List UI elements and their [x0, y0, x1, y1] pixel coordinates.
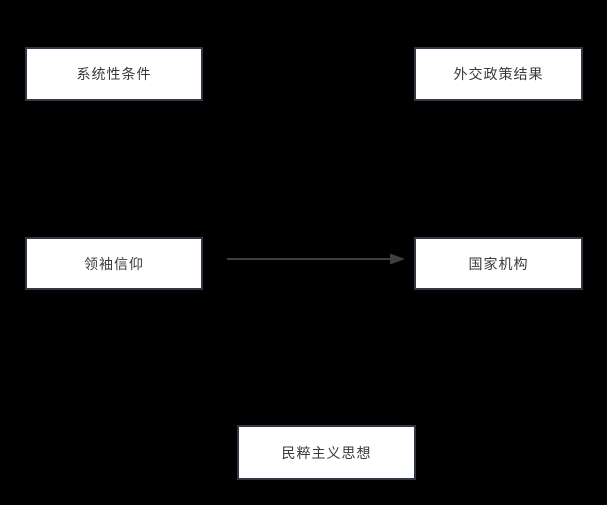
- node-label: 民粹主义思想: [281, 445, 372, 462]
- node-label: 领袖信仰: [84, 256, 144, 273]
- arrow-connector-leader-to-institutions: [227, 253, 405, 265]
- arrowhead-icon: [390, 253, 405, 265]
- node-populist-ideology: 民粹主义思想: [237, 425, 416, 480]
- node-label: 国家机构: [468, 256, 529, 273]
- node-label: 系统性条件: [76, 67, 152, 83]
- node-label: 外交政策结果: [453, 67, 544, 83]
- node-state-institutions: 国家机构: [414, 237, 583, 290]
- node-leader-beliefs: 领袖信仰: [25, 237, 203, 290]
- node-systemic-conditions: 系统性条件: [25, 47, 203, 101]
- node-foreign-policy-outcomes: 外交政策结果: [414, 47, 583, 101]
